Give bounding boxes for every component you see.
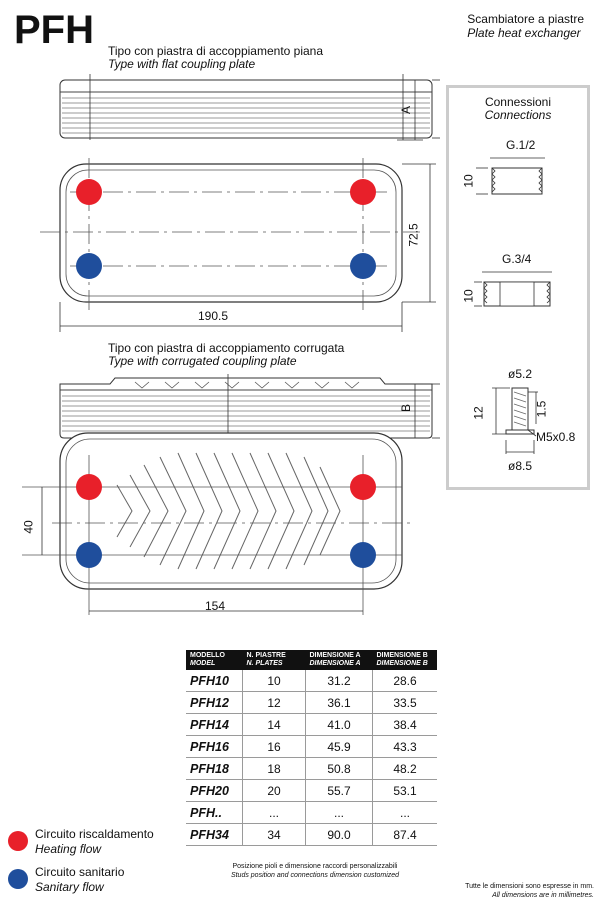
stud-thread: M5x0.8 <box>536 430 576 444</box>
corrugated-caption-it: Tipo con piastra di accoppiamento corrug… <box>108 341 345 355</box>
flat-width-label: 190.5 <box>198 309 229 323</box>
dim-a-label: A <box>399 105 414 115</box>
table-row: PFH........... <box>186 801 437 824</box>
heating-legend-en: Heating flow <box>35 842 102 856</box>
flat-height-label: 72.5 <box>406 223 421 247</box>
sanitary-legend-it: Circuito sanitario <box>35 865 125 879</box>
page-subtitle: Scambiatore a piastre Plate heat exchang… <box>467 12 584 40</box>
g12-label: G.1/2 <box>506 138 536 152</box>
flat-side-view <box>59 74 440 140</box>
sanitary-legend: Circuito sanitario Sanitary flow <box>35 865 124 895</box>
corrugated-height-label: 40 <box>21 520 36 534</box>
customization-note: Posizione pioli e dimensione raccordi pe… <box>190 862 440 880</box>
flat-caption-it: Tipo con piastra di accoppiamento piana <box>108 44 324 58</box>
units-note: Tutte le dimensioni sono espresse in mm.… <box>394 882 594 900</box>
corrugated-front-view <box>22 432 412 615</box>
dim-b-line <box>397 383 423 439</box>
stud-height: 12 <box>471 406 486 420</box>
g34-label: G.3/4 <box>502 252 532 266</box>
corrugated-width-label: 154 <box>205 599 226 613</box>
connections-title: Connessioni Connections <box>446 96 590 122</box>
flat-front-view <box>40 158 436 332</box>
dim-a-line <box>397 79 423 141</box>
stud-bottom-diameter: ø8.5 <box>508 459 533 473</box>
flat-caption-en: Type with flat coupling plate <box>108 57 256 71</box>
page-title: PFH <box>14 8 94 52</box>
g12-fitting <box>476 157 545 195</box>
connections-title-it: Connessioni <box>484 95 552 109</box>
dim-b-label: B <box>399 403 414 413</box>
stud-inner: 1.5 <box>534 400 549 418</box>
sanitary-legend-en: Sanitary flow <box>35 880 104 894</box>
heating-legend: Circuito riscaldamento Heating flow <box>35 827 154 857</box>
g34-fitting <box>474 271 552 307</box>
customization-note-en: Studs position and connections dimension… <box>230 872 400 879</box>
subtitle-en: Plate heat exchanger <box>467 26 581 40</box>
stud-top-diameter: ø5.2 <box>508 367 533 381</box>
corrugated-side-view <box>59 374 440 440</box>
heating-legend-it: Circuito riscaldamento <box>35 827 154 841</box>
units-note-it: Tutte le dimensioni sono espresse in mm. <box>465 883 594 890</box>
connections-panel <box>446 85 590 490</box>
g12-height: 10 <box>461 174 476 188</box>
subtitle-it: Scambiatore a piastre <box>467 12 584 26</box>
connections-title-en: Connections <box>484 108 552 122</box>
corrugated-type-caption: Tipo con piastra di accoppiamento corrug… <box>108 342 344 368</box>
sanitary-flow-dot <box>8 869 28 889</box>
heating-flow-dot <box>8 831 28 851</box>
stud-fitting <box>492 387 538 454</box>
corrugated-caption-en: Type with corrugated coupling plate <box>108 354 297 368</box>
g34-height: 10 <box>461 289 476 303</box>
units-note-en: All dimensions are in millimetres. <box>492 892 594 899</box>
customization-note-it: Posizione pioli e dimensione raccordi pe… <box>232 863 398 870</box>
flat-type-caption: Tipo con piastra di accoppiamento piana … <box>108 45 323 71</box>
